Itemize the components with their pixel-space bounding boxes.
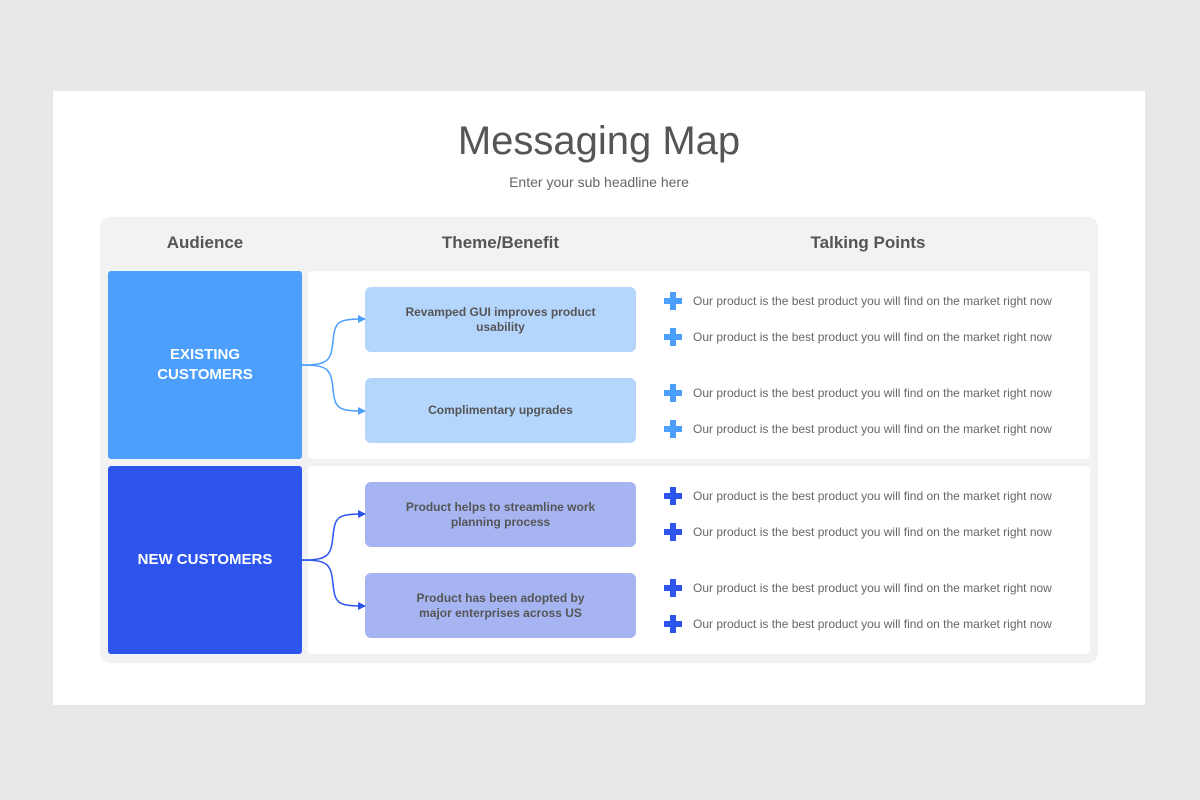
talking-point: Our product is the best product you will… — [663, 485, 1083, 507]
talking-point-text: Our product is the best product you will… — [693, 617, 1052, 631]
audience-label: NEW CUSTOMERS — [137, 551, 273, 568]
audience-existing-customers: EXISTING CUSTOMERS — [108, 271, 302, 459]
slide-title: Messaging Map — [457, 119, 741, 163]
theme-box: Complimentary upgrades — [365, 378, 636, 443]
connector-arrow — [301, 364, 366, 415]
theme-label: Complimentary upgrades — [428, 403, 573, 417]
talking-point: Our product is the best product you will… — [663, 521, 1083, 543]
plus-icon — [664, 384, 682, 402]
talking-point: Our product is the best product you will… — [663, 418, 1083, 440]
talking-point: Our product is the best product you will… — [663, 326, 1083, 348]
talking-point: Our product is the best product you will… — [663, 290, 1083, 312]
theme-box: Product has been adopted by major enterp… — [365, 573, 636, 638]
talking-point: Our product is the best product you will… — [663, 613, 1083, 635]
column-header-theme: Theme/Benefit — [441, 233, 560, 252]
theme-box: Product helps to streamline work plannin… — [365, 482, 636, 547]
plus-icon — [664, 328, 682, 346]
column-header-audience: Audience — [166, 233, 244, 252]
talking-point-text: Our product is the best product you will… — [693, 581, 1052, 595]
plus-icon — [664, 420, 682, 438]
column-header-talking-points: Talking Points — [810, 233, 926, 252]
connector-arrow — [301, 510, 366, 561]
talking-point: Our product is the best product you will… — [663, 382, 1083, 404]
talking-point-text: Our product is the best product you will… — [693, 386, 1052, 400]
talking-point-text: Our product is the best product you will… — [693, 525, 1052, 539]
plus-icon — [664, 579, 682, 597]
slide-subtitle: Enter your sub headline here — [509, 174, 689, 190]
connector-layer — [301, 315, 366, 610]
theme-label: Revamped GUI improves product usability — [405, 304, 596, 334]
plus-icon — [664, 292, 682, 310]
audience-label: EXISTING CUSTOMERS — [157, 346, 253, 383]
connector-arrow — [301, 559, 366, 610]
audience-new-customers: NEW CUSTOMERS — [108, 466, 302, 654]
talking-point: Our product is the best product you will… — [663, 577, 1083, 599]
connector-arrow — [301, 315, 366, 366]
talking-point-text: Our product is the best product you will… — [693, 489, 1052, 503]
talking-point-text: Our product is the best product you will… — [693, 422, 1052, 436]
plus-icon — [664, 615, 682, 633]
talking-point-text: Our product is the best product you will… — [693, 330, 1052, 344]
slide: Messaging Map Enter your sub headline he… — [53, 91, 1145, 705]
talking-point-text: Our product is the best product you will… — [693, 294, 1052, 308]
theme-label: Product helps to streamline work plannin… — [405, 499, 596, 529]
plus-icon — [664, 487, 682, 505]
theme-label: Product has been adopted by major enterp… — [416, 590, 585, 620]
theme-box: Revamped GUI improves product usability — [365, 287, 636, 352]
plus-icon — [664, 523, 682, 541]
